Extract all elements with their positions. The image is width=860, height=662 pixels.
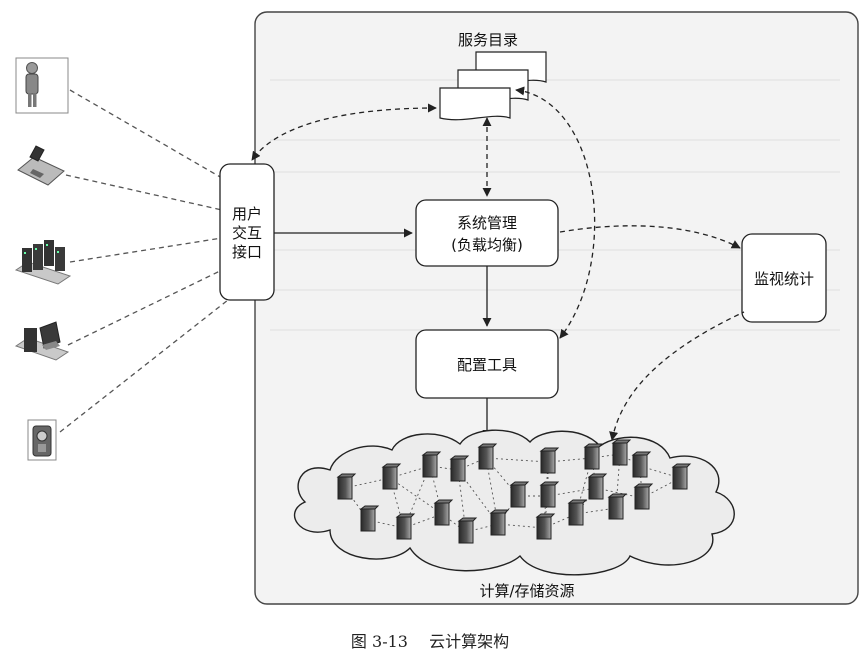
resources-label: 计算/存储资源 [479,582,574,600]
monitoring-label: 监视统计 [754,270,814,288]
user-interface-label-1: 用户 [232,205,262,223]
service-catalog-label: 服务目录 [458,31,518,49]
mobile-phone-icon [27,419,57,461]
client-connections [59,89,229,433]
server-icon [395,513,416,540]
server-icon [633,483,654,510]
server-icon [336,473,357,500]
server-icon [607,493,628,520]
server-icon [587,473,608,500]
monitoring-box [741,233,827,323]
server-rack-icon [14,240,72,285]
server-icon [421,451,442,478]
server-icon [583,443,604,470]
server-icon [509,481,530,508]
dashed-connections [251,86,745,441]
server-nodes [336,439,692,544]
desktop-computer-icon [14,321,70,361]
server-icon [489,509,510,536]
server-icon [477,443,498,470]
figure-caption: 图 3-13 云计算架构 [0,628,860,652]
server-icon [671,463,692,490]
server-icon [457,517,478,544]
cloud-architecture-diagram: 服务目录 用户 交互 接口 系统管理 (负载均衡) 监视统计 配置工具 计算 [14,11,859,605]
server-icon [631,451,652,478]
server-icon [433,499,454,526]
server-icon [381,463,402,490]
laptop-icon [17,145,65,186]
server-icon [359,505,380,532]
config-tool-label: 配置工具 [457,356,517,374]
server-icon [567,499,588,526]
server-icon [611,439,632,466]
user-interface-label-3: 接口 [232,243,262,261]
server-icon [535,513,556,540]
load-balancing-label: (负载均衡) [451,236,523,254]
server-icon [539,447,560,474]
system-management-box [415,199,559,267]
server-icon [449,455,470,482]
figure-title: 云计算架构 [429,632,510,651]
server-icon [539,481,560,508]
user-interface-box [219,163,275,301]
figure-number: 图 3-13 [350,632,408,651]
service-catalog-icon [439,51,547,121]
system-management-label: 系统管理 [457,214,517,232]
person-icon [15,57,69,114]
user-interface-label-2: 交互 [232,224,262,242]
